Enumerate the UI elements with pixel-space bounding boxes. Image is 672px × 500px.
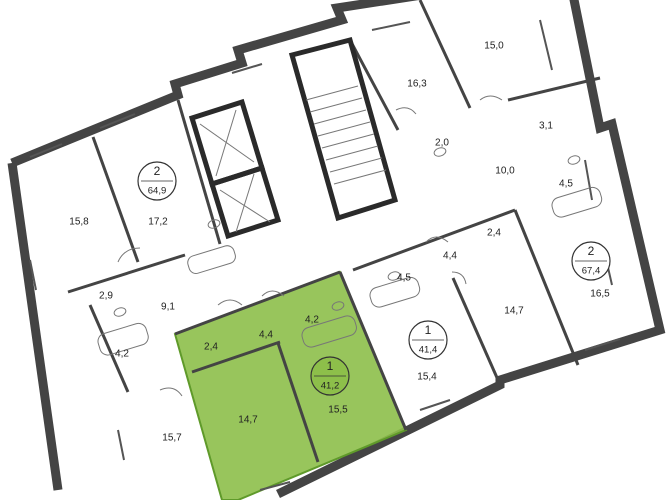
room-label: 15,8 xyxy=(69,217,89,228)
interior-wall xyxy=(418,0,472,109)
room-label: 2,4 xyxy=(487,228,501,239)
interior-wall xyxy=(91,136,140,263)
interior-wall xyxy=(67,253,186,294)
room-label: 15,7 xyxy=(162,433,182,444)
apartment-badge-highlighted[interactable]: 1 41,2 xyxy=(310,356,350,396)
room-label: 10,0 xyxy=(495,166,515,177)
room-label: 9,1 xyxy=(161,302,175,313)
stair-treads xyxy=(305,85,387,185)
room-label: 4,2 xyxy=(115,349,129,360)
room-labels: 15,0 16,3 3,1 2,0 10,0 4,5 15,8 17,2 2,4… xyxy=(69,41,610,444)
room-label: 14,7 xyxy=(238,415,258,426)
stair-core xyxy=(288,36,399,222)
bathroom-fixtures xyxy=(97,147,603,356)
badge-rooms: 2 xyxy=(154,164,161,178)
interior-wall xyxy=(191,340,281,374)
room-label: 3,1 xyxy=(539,121,553,132)
room-label: 2,9 xyxy=(99,291,113,302)
apartment-badge[interactable]: 1 41,4 xyxy=(408,320,448,360)
room-label: 15,4 xyxy=(417,372,437,383)
interior-wall xyxy=(352,208,516,272)
interior-wall xyxy=(348,39,400,131)
highlighted-apartment[interactable] xyxy=(173,270,408,500)
interior-wall xyxy=(276,342,320,463)
room-label: 15,0 xyxy=(484,41,504,52)
room-label: 17,2 xyxy=(148,217,168,228)
room-label: 4,5 xyxy=(559,179,573,190)
interior-wall xyxy=(507,76,601,102)
room-label: 16,5 xyxy=(590,289,610,300)
room-label: 16,3 xyxy=(407,79,427,90)
interior-wall xyxy=(88,304,130,393)
room-label: 2,4 xyxy=(204,342,218,353)
badge-rooms: 1 xyxy=(425,323,432,337)
badge-area: 41,2 xyxy=(321,381,340,392)
badge-rooms: 1 xyxy=(327,359,334,373)
interior-wall xyxy=(174,270,341,336)
room-label: 15,5 xyxy=(328,405,348,416)
building xyxy=(7,0,666,500)
interior-wall xyxy=(176,99,222,245)
apartment-badge[interactable]: 2 67,4 xyxy=(571,241,611,281)
badge-area: 41,4 xyxy=(419,345,438,356)
room-label: 4,4 xyxy=(443,251,457,262)
room-label: 14,7 xyxy=(504,306,524,317)
outer-wall xyxy=(10,0,666,499)
elevator-shaft-2 xyxy=(208,164,282,240)
badge-area: 67,4 xyxy=(582,266,601,277)
apartment-badge[interactable]: 2 64,9 xyxy=(137,161,177,201)
badge-area: 64,9 xyxy=(148,186,167,197)
elevator-cross xyxy=(199,109,271,233)
room-label: 4,5 xyxy=(397,273,411,284)
room-label: 4,2 xyxy=(305,315,319,326)
outer-wall-bottom xyxy=(7,162,63,491)
interior-wall xyxy=(338,271,408,431)
room-label: 4,4 xyxy=(259,330,273,341)
door-swings xyxy=(117,95,503,397)
interior-wall xyxy=(451,277,500,381)
interior-wall xyxy=(513,209,580,366)
room-label: 2,0 xyxy=(435,138,449,149)
badge-rooms: 2 xyxy=(588,244,595,258)
